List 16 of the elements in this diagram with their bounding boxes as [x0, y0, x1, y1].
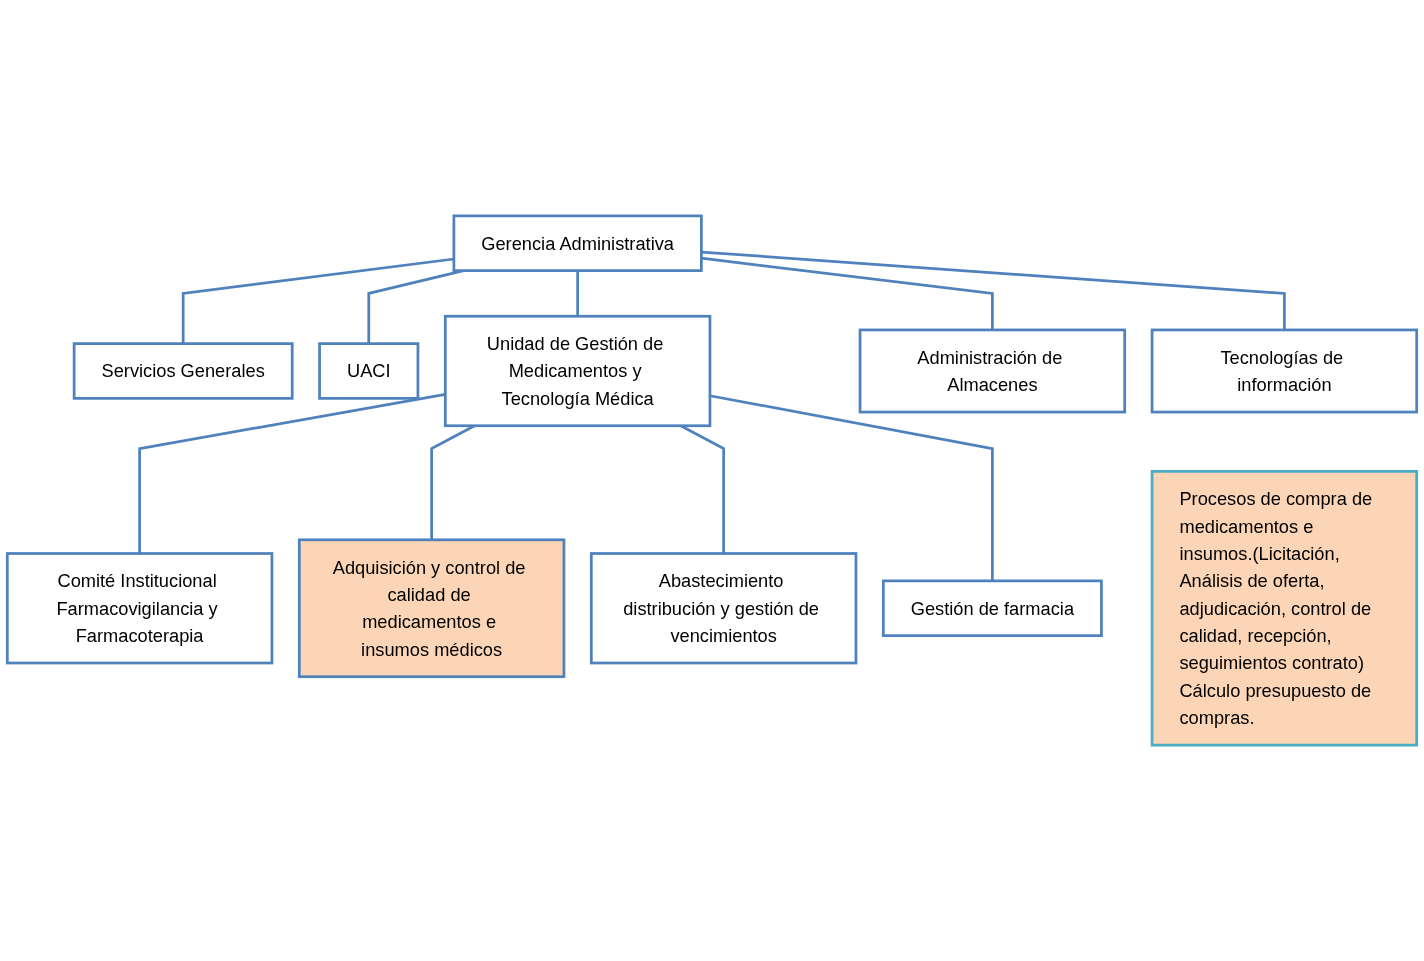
connector	[701, 250, 1286, 330]
node-box: Gestión de farmacia	[881, 579, 1103, 637]
node-box: Servicios Generales	[72, 342, 294, 400]
node-box: UACI	[318, 342, 420, 400]
node-box: Unidad de Gestión de Medicamentos y Tecnología Médica	[443, 314, 712, 428]
node-box: Gerencia Administrativa	[452, 214, 703, 272]
node-box: Comité Institucional Farmacovigilancia y Farmacoterapia	[5, 552, 274, 665]
connector	[701, 256, 994, 330]
node-box: Procesos de compra de medicamentos e insumos.(Licitación, Análisis de oferta, adjudicación, control de calidad, recepción, seguimientos contrato) Cálculo presupuesto de compras.	[1150, 470, 1419, 747]
connector	[709, 394, 994, 581]
node-box: Administración de Almacenes	[858, 328, 1127, 414]
node-box: Tecnologías de información	[1150, 328, 1419, 414]
node-box: Abastecimiento distribución y gestión de vencimientos	[589, 552, 858, 665]
connector	[576, 270, 579, 317]
connector	[138, 393, 446, 554]
node-box: Adquisición y control de calidad de medicamentos e insumos médicos	[297, 538, 566, 679]
